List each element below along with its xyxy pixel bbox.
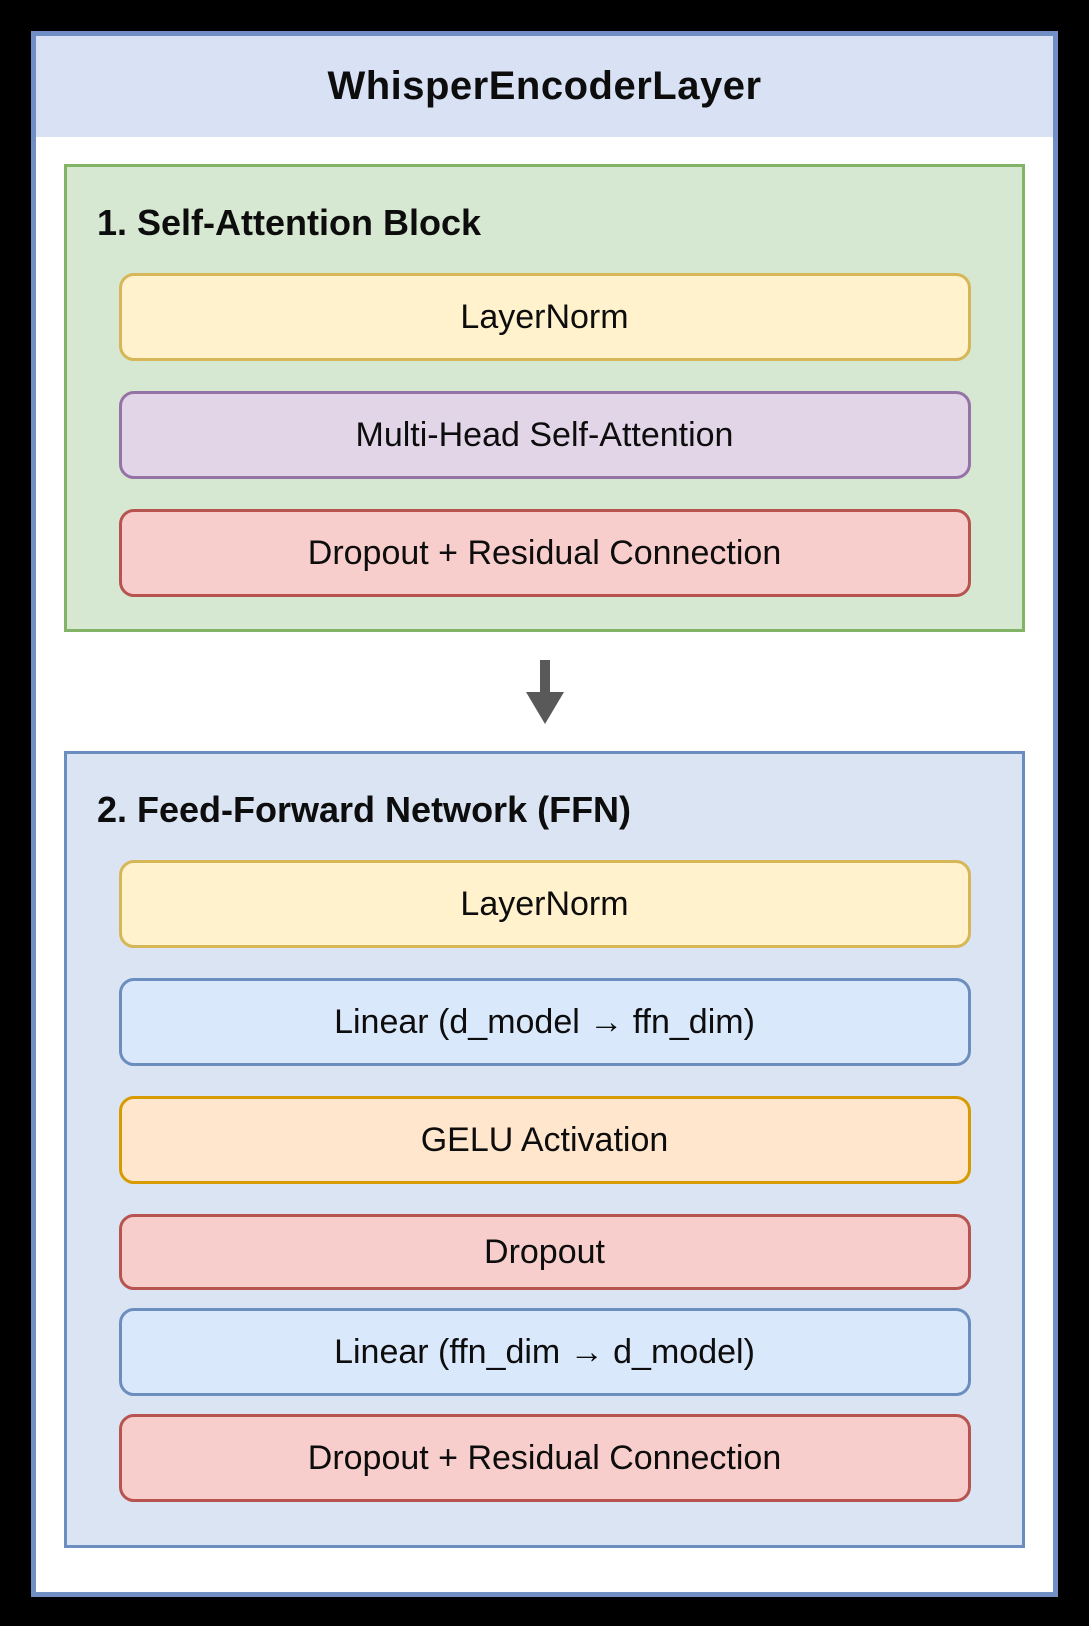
node-linear-ffndim-to-dmodel: Linear (ffn_dim → d_model) xyxy=(118,1308,971,1396)
section-feed-forward-network: 2. Feed-Forward Network (FFN) LayerNorm … xyxy=(64,751,1025,1548)
diagram-window: WhisperEncoderLayer 1. Self-Attention Bl… xyxy=(31,31,1058,1597)
node-linear-dmodel-to-ffndim: Linear (d_model → ffn_dim) xyxy=(118,978,971,1066)
node-ffn-layernorm: LayerNorm xyxy=(118,860,971,948)
flow-arrow-container xyxy=(64,632,1025,751)
section-ffn-title: 2. Feed-Forward Network (FFN) xyxy=(97,789,632,830)
section-self-attention-title: 1. Self-Attention Block xyxy=(97,202,482,243)
ffn-nodes: LayerNorm Linear (d_model → ffn_dim) GEL… xyxy=(118,860,971,1502)
diagram-title: WhisperEncoderLayer xyxy=(327,64,762,108)
node-dropout-residual-connection: Dropout + Residual Connection xyxy=(118,509,971,597)
diagram-titlebar: WhisperEncoderLayer xyxy=(36,36,1053,137)
self-attention-nodes: LayerNorm Multi-Head Self-Attention Drop… xyxy=(118,273,971,597)
node-dropout: Dropout xyxy=(118,1214,971,1290)
section-self-attention-block: 1. Self-Attention Block LayerNorm Multi-… xyxy=(64,164,1025,632)
node-layernorm: LayerNorm xyxy=(118,273,971,361)
node-ffn-dropout-residual-connection: Dropout + Residual Connection xyxy=(118,1414,971,1502)
node-multi-head-self-attention: Multi-Head Self-Attention xyxy=(118,391,971,479)
diagram-canvas: 1. Self-Attention Block LayerNorm Multi-… xyxy=(36,137,1053,1548)
node-gelu-activation: GELU Activation xyxy=(118,1096,971,1184)
down-arrow-icon xyxy=(525,659,564,724)
